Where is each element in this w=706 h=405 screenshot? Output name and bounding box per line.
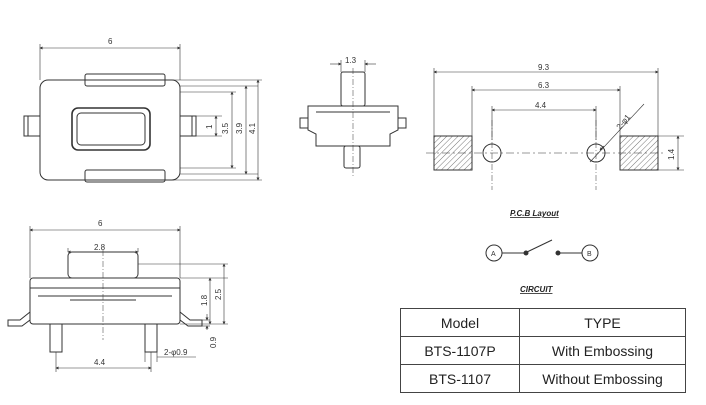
front-view-left-pin bbox=[49, 323, 63, 353]
top-view bbox=[23, 44, 262, 183]
table-header-row: Model TYPE bbox=[400, 308, 686, 337]
front-view-right-lead bbox=[179, 311, 203, 327]
front-view-height-2-5: 2.5 bbox=[214, 288, 223, 300]
side-view-right-lead bbox=[398, 117, 407, 129]
top-view-left-lead bbox=[23, 115, 41, 137]
front-view-lead-label: 0.9 bbox=[209, 336, 218, 348]
front-view bbox=[7, 226, 228, 372]
table-row: BTS-1107P With Embossing bbox=[400, 336, 686, 365]
table-cell-type: Without Embossing bbox=[519, 364, 686, 393]
top-view-dim-4-1: 4.1 bbox=[248, 122, 257, 134]
pcb-dim-9-3: 9.3 bbox=[538, 63, 550, 72]
pcb-layout bbox=[426, 68, 684, 190]
side-view bbox=[299, 60, 407, 176]
table-header-model: Model bbox=[400, 308, 520, 337]
side-view-left-lead bbox=[299, 117, 308, 129]
top-view-dim-3-9: 3.9 bbox=[235, 122, 244, 134]
front-view-left-lead bbox=[7, 311, 31, 327]
circuit-symbol bbox=[485, 239, 599, 262]
side-view-width-label: 1.3 bbox=[345, 56, 357, 65]
front-view-width-label: 6 bbox=[98, 219, 103, 228]
pcb-layout-caption: P.C.B Layout bbox=[510, 209, 559, 218]
table-header-type: TYPE bbox=[519, 308, 686, 337]
pcb-pad-height-label: 1.4 bbox=[667, 148, 676, 160]
table-cell-type: With Embossing bbox=[519, 336, 686, 365]
table-cell-model: BTS-1107P bbox=[400, 336, 520, 365]
top-view-dim-3-5: 3.5 bbox=[221, 122, 230, 134]
top-view-lower-plate bbox=[84, 169, 166, 183]
circuit-terminal-b-label: B bbox=[587, 251, 592, 258]
top-view-dim-1: 1 bbox=[205, 124, 214, 129]
top-view-body bbox=[39, 79, 181, 181]
top-view-width-label: 6 bbox=[108, 37, 113, 46]
front-view-right-pin bbox=[144, 323, 158, 353]
pcb-dim-6-3: 6.3 bbox=[538, 81, 550, 90]
model-type-table: Model TYPE BTS-1107P With Embossing BTS-… bbox=[400, 308, 686, 393]
top-view-actuator bbox=[71, 107, 151, 151]
circuit-switch-arm bbox=[526, 239, 553, 253]
circuit-terminal-a-label: A bbox=[491, 251, 496, 258]
side-view-pin bbox=[343, 145, 361, 169]
circuit-caption: CIRCUIT bbox=[520, 285, 554, 294]
front-view-body bbox=[29, 277, 181, 325]
side-view-actuator bbox=[340, 71, 366, 107]
table-row: BTS-1107 Without Embossing bbox=[400, 364, 686, 393]
table-cell-model: BTS-1107 bbox=[400, 364, 520, 393]
pcb-hole-label: 2-φ1 bbox=[615, 112, 633, 131]
top-view-right-lead bbox=[179, 115, 197, 137]
front-view-height-1-8: 1.8 bbox=[200, 294, 209, 306]
pcb-dim-4-4: 4.4 bbox=[535, 101, 547, 110]
front-view-pin-label: 2-φ0.9 bbox=[164, 348, 188, 357]
front-view-inner-label: 2.8 bbox=[94, 243, 106, 252]
front-view-pitch-label: 4.4 bbox=[94, 358, 106, 367]
